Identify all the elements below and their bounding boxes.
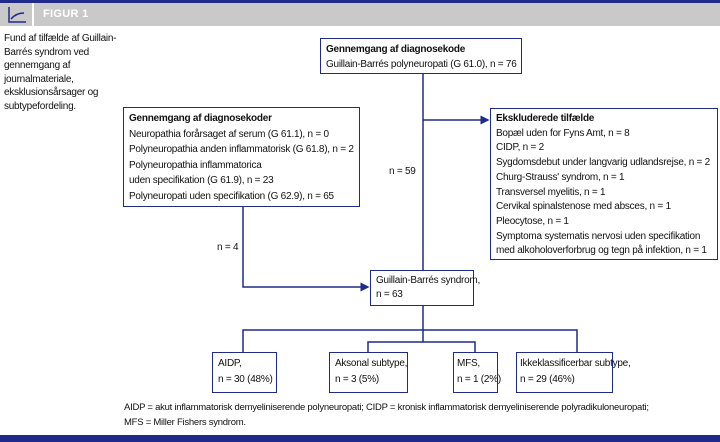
box-line: Ikkeklassificerbar subtype, bbox=[520, 358, 631, 369]
box-line: Polyneuropati uden specifikation (G 62.9… bbox=[129, 190, 334, 202]
box-gbs-total: Guillain-Barrés syndrom, n = 63 bbox=[370, 270, 481, 306]
box-line: n = 1 (2%) bbox=[457, 374, 501, 385]
box-line: Guillain-Barrés syndrom, bbox=[376, 275, 481, 286]
box-line: Symptoma systematis nervosi uden specifi… bbox=[496, 230, 701, 242]
top-rule bbox=[0, 0, 720, 3]
box-subtype-aidp: AIDP, n = 30 (48%) bbox=[212, 352, 277, 393]
box-line: uden specifikation (G 61.9), n = 23 bbox=[129, 175, 274, 186]
box-subtype-unclassifiable: Ikkeklassificerbar subtype, n = 29 (46%) bbox=[516, 352, 631, 393]
box-title: Gennemgang af diagnosekoder bbox=[129, 113, 272, 124]
box-line: Guillain-Barrés polyneuropati (G 61.0), … bbox=[326, 59, 517, 70]
box-diagnosis-code-review: Gennemgang af diagnosekode Guillain-Barr… bbox=[320, 38, 522, 74]
figure-header bbox=[0, 3, 720, 26]
box-line: Polyneuropathia anden inflammatorisk (G … bbox=[129, 144, 354, 155]
box-line: Pleocytose, n = 1 bbox=[496, 215, 569, 227]
box-line: n = 30 (48%) bbox=[218, 374, 273, 385]
box-line: Sygdomsdebut under langvarig udlandsrejs… bbox=[496, 157, 710, 169]
box-diagnosis-codes-review: Gennemgang af diagnosekoder Neuropathia … bbox=[123, 107, 360, 207]
box-line: n = 3 (5%) bbox=[335, 374, 379, 385]
bottom-rule bbox=[0, 435, 720, 442]
footnote-line: MFS = Miller Fishers syndrom. bbox=[124, 417, 246, 428]
footnote: AIDP = akut inflammatorisk demyelinisere… bbox=[124, 400, 649, 430]
box-line: CIDP, n = 2 bbox=[496, 142, 544, 154]
box-line: Transversel myelitis, n = 1 bbox=[496, 186, 606, 198]
box-title: Ekskluderede tilfælde bbox=[496, 113, 595, 124]
footnote-line: AIDP = akut inflammatorisk demyelinisere… bbox=[124, 402, 649, 413]
box-line: Polyneuropathia inflammatorica bbox=[129, 159, 262, 171]
box-line: MFS, bbox=[457, 358, 480, 369]
box-title: Gennemgang af diagnosekode bbox=[326, 44, 466, 55]
box-line: n = 63 bbox=[376, 289, 403, 300]
box-line: Cervikal spinalstenose med absces, n = 1 bbox=[496, 201, 671, 213]
chart-line-icon bbox=[0, 3, 34, 26]
box-line: Bopæl uden for Fyns Amt, n = 8 bbox=[496, 127, 630, 139]
box-line: med alkoholoverforbrug og tegn på infekt… bbox=[496, 245, 707, 257]
label-n59: n = 59 bbox=[389, 166, 416, 177]
box-subtype-axonal: Aksonal subtype, n = 3 (5%) bbox=[329, 352, 408, 393]
box-excluded-cases: Ekskluderede tilfælde Bopæl uden for Fyn… bbox=[490, 108, 718, 260]
figure-caption: Fund af tilfælde af Guillain-Barrés synd… bbox=[4, 33, 117, 112]
box-line: n = 29 (46%) bbox=[520, 374, 575, 385]
box-subtype-mfs: MFS, n = 1 (2%) bbox=[453, 352, 501, 393]
label-n4: n = 4 bbox=[217, 242, 239, 253]
box-line: Aksonal subtype, bbox=[335, 358, 408, 369]
box-line: Neuropathia forårsaget af serum (G 61.1)… bbox=[129, 128, 329, 140]
box-line: AIDP, bbox=[218, 358, 242, 369]
figure-title: FIGUR 1 bbox=[43, 8, 89, 20]
box-line: Churg-Strauss' syndrom, n = 1 bbox=[496, 171, 625, 183]
